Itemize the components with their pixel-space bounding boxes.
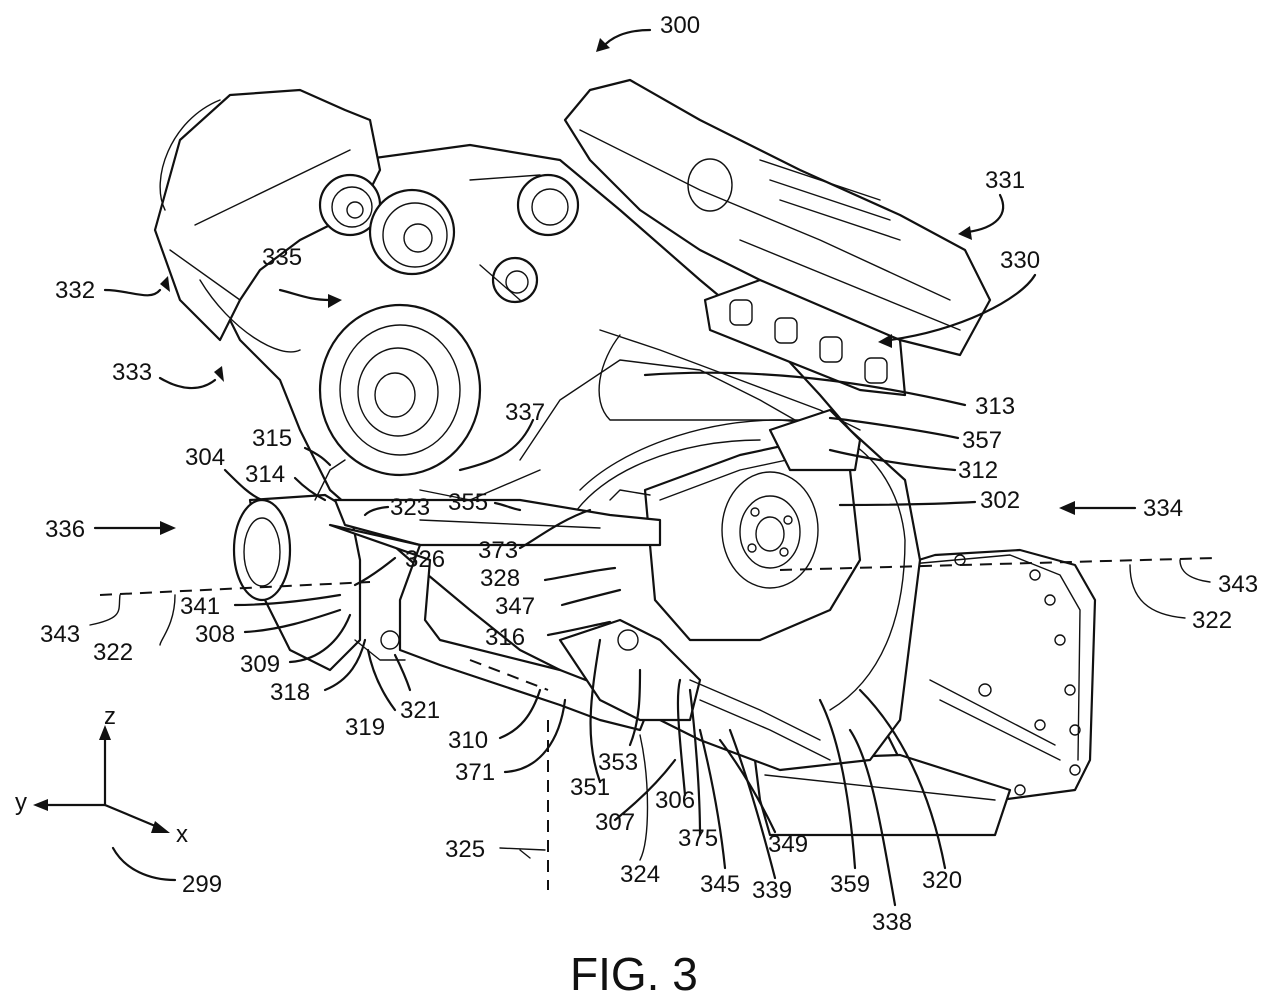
- electric-machine: [643, 438, 862, 642]
- label-314: 314: [245, 461, 285, 488]
- arrowheads: [160, 38, 1075, 535]
- leader-lines: [93, 28, 1137, 907]
- label-308: 308: [195, 621, 235, 648]
- label-304: 304: [185, 444, 225, 471]
- transmission-housing: [868, 548, 1097, 802]
- label-355: 355: [448, 489, 488, 516]
- tensioner-pulley: [516, 173, 580, 237]
- motor-top-mount: [609, 408, 862, 501]
- label-321: 321: [400, 697, 440, 724]
- label-306: 306: [655, 787, 695, 814]
- crank-pulley: [318, 303, 482, 477]
- reference-lines: [89, 557, 1216, 890]
- label-337: 337: [505, 399, 545, 426]
- reference-labels: 300 331 330 332 335 333 313 337 357 315 …: [40, 12, 1258, 936]
- label-319: 319: [345, 714, 385, 741]
- label-351: 351: [570, 774, 610, 801]
- label-326: 326: [405, 546, 445, 573]
- label-322-left: 322: [93, 639, 133, 666]
- label-349: 349: [768, 831, 808, 858]
- label-333: 333: [112, 359, 152, 386]
- engine-drawing: [153, 78, 1097, 837]
- label-318: 318: [270, 679, 310, 706]
- label-341: 341: [180, 593, 220, 620]
- label-357: 357: [962, 427, 1002, 454]
- label-325: 325: [445, 836, 485, 863]
- label-302: 302: [980, 487, 1020, 514]
- label-300: 300: [660, 12, 700, 39]
- label-322-right: 322: [1192, 607, 1232, 634]
- idler-pulley-center: [368, 188, 456, 276]
- label-339: 339: [752, 877, 792, 904]
- label-373: 373: [478, 537, 518, 564]
- label-309: 309: [240, 651, 280, 678]
- label-330: 330: [1000, 247, 1040, 274]
- exhaust-ports: [703, 278, 907, 397]
- label-345: 345: [700, 871, 740, 898]
- label-299: 299: [182, 871, 222, 898]
- figure-caption: FIG. 3: [570, 948, 698, 1000]
- small-pulley: [491, 256, 539, 304]
- label-347: 347: [495, 593, 535, 620]
- label-343-left: 343: [40, 621, 80, 648]
- label-359: 359: [830, 871, 870, 898]
- label-315: 315: [252, 425, 292, 452]
- axis-y-label: y: [15, 789, 27, 816]
- label-336: 336: [45, 516, 85, 543]
- label-312: 312: [958, 457, 998, 484]
- label-375: 375: [678, 825, 718, 852]
- label-307: 307: [595, 809, 635, 836]
- label-335: 335: [262, 244, 302, 271]
- axis-x-label: x: [176, 821, 188, 848]
- label-334: 334: [1143, 495, 1183, 522]
- label-310: 310: [448, 727, 488, 754]
- valve-cover: [563, 78, 992, 357]
- coordinate-axes: z y x: [15, 703, 188, 848]
- lower-mount: [558, 618, 831, 761]
- mount-bracket: [232, 459, 362, 672]
- label-323: 323: [390, 494, 430, 521]
- label-324: 324: [620, 861, 660, 888]
- subframe-bar: [328, 498, 662, 732]
- axis-z-label: z: [104, 703, 116, 730]
- label-343-right: 343: [1218, 571, 1258, 598]
- label-332: 332: [55, 277, 95, 304]
- pulleys: [318, 173, 580, 477]
- label-320: 320: [922, 867, 962, 894]
- label-313: 313: [975, 393, 1015, 420]
- label-338: 338: [872, 909, 912, 936]
- label-331: 331: [985, 167, 1025, 194]
- label-328: 328: [480, 565, 520, 592]
- oil-pan: [753, 753, 1012, 837]
- label-371: 371: [455, 759, 495, 786]
- label-316: 316: [485, 624, 525, 651]
- label-353: 353: [598, 749, 638, 776]
